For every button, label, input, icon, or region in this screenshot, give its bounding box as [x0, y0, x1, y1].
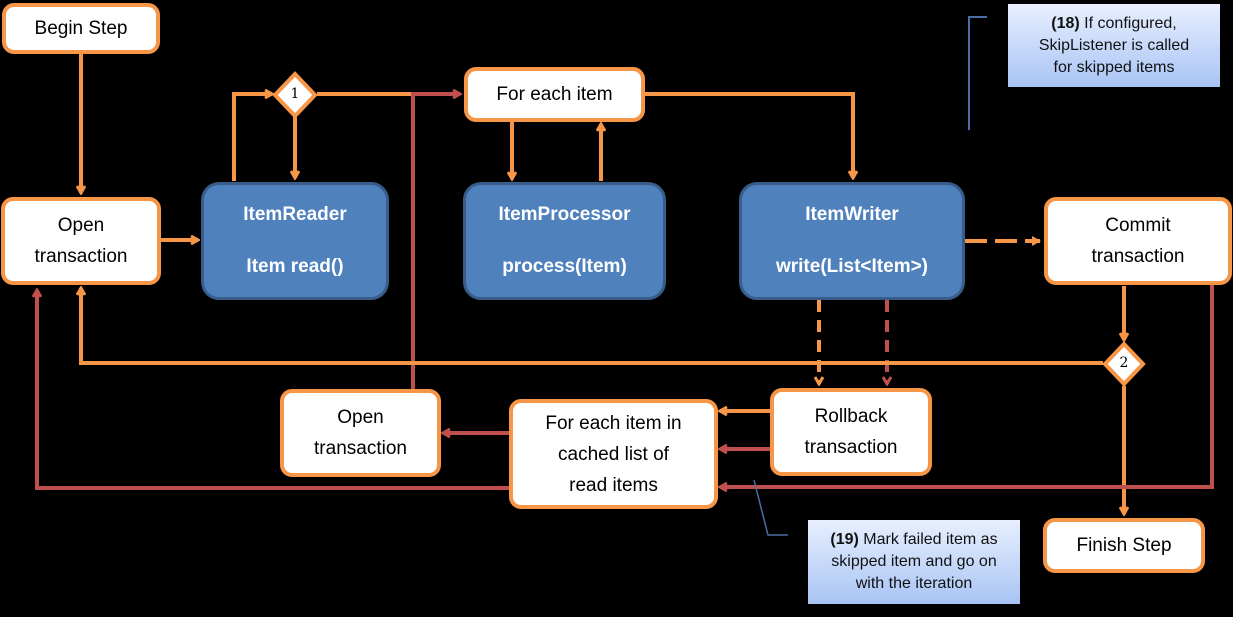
- note-18: (18) If configured, SkipListener is call…: [1008, 4, 1220, 87]
- for-each-cached-label-1: For each item in: [545, 412, 682, 434]
- begin-step-node[interactable]: Begin Step: [2, 3, 160, 54]
- decision-2-label: 2: [1119, 355, 1129, 371]
- finish-step-node[interactable]: Finish Step: [1043, 518, 1205, 573]
- item-writer-title: ItemWriter: [805, 204, 899, 225]
- note-18-number: (18): [1051, 14, 1080, 32]
- decision-2: [1102, 341, 1146, 387]
- rollback-transaction-label-2: transaction: [804, 437, 898, 458]
- for-each-item-label: For each item: [496, 84, 613, 105]
- note-18-text-3: for skipped items: [1053, 58, 1175, 76]
- arrow-reader-to-decision1: [232, 94, 272, 181]
- for-each-item-node[interactable]: For each item: [464, 67, 645, 122]
- item-writer-node[interactable]: ItemWriter write(List<Item>): [739, 182, 965, 300]
- arrow-cached-to-open1: [37, 290, 510, 490]
- for-each-cached-item-node[interactable]: For each item in cached list of read ite…: [509, 399, 718, 509]
- arrow-foreach-to-writer: [645, 92, 853, 178]
- rollback-transaction-label-1: Rollback: [814, 406, 888, 427]
- item-writer-method: write(List<Item>): [775, 256, 929, 277]
- item-reader-method: Item read(): [246, 256, 344, 277]
- callout-line-19: [753, 479, 788, 536]
- arrow-decision2-to-open: [81, 288, 1103, 365]
- item-processor-method: process(Item): [502, 256, 627, 277]
- item-processor-title: ItemProcessor: [498, 204, 631, 225]
- callout-line-18: [968, 16, 987, 130]
- decision-1: [272, 71, 318, 119]
- commit-transaction-node[interactable]: Commit transaction: [1044, 197, 1232, 285]
- note-19: (19) Mark failed item as skipped item an…: [808, 520, 1020, 604]
- open-transaction-retry-label-2: transaction: [314, 438, 407, 459]
- arrow-commit-to-cached: [720, 283, 1214, 487]
- open-transaction-label-1: Open: [57, 215, 105, 236]
- open-transaction-label-2: transaction: [34, 246, 128, 267]
- for-each-cached-label-2: cached list of: [558, 443, 669, 465]
- for-each-cached-label-3: read items: [569, 474, 658, 496]
- note-19-text-3: with the iteration: [855, 575, 973, 592]
- item-processor-node[interactable]: ItemProcessor process(Item): [463, 182, 666, 300]
- item-reader-node[interactable]: ItemReader Item read(): [201, 182, 389, 300]
- rollback-transaction-node[interactable]: Rollback transaction: [770, 388, 932, 476]
- commit-transaction-label-1: Commit: [1105, 215, 1171, 236]
- open-transaction-retry-label-1: Open: [337, 407, 384, 428]
- decision-1-label: 1: [290, 86, 300, 102]
- open-transaction-retry-node[interactable]: Open transaction: [280, 389, 441, 477]
- note-19-number: (19): [830, 531, 859, 548]
- begin-step-label: Begin Step: [34, 18, 128, 39]
- finish-step-label: Finish Step: [1076, 535, 1172, 556]
- note-19-text-1: Mark failed item as: [858, 531, 998, 548]
- open-transaction-node[interactable]: Open transaction: [1, 197, 161, 285]
- arrow-open2-to-foreach: [411, 94, 460, 390]
- note-19-text-2: skipped item and go on: [831, 553, 997, 570]
- note-18-text-2: SkipListener is called: [1038, 36, 1190, 54]
- commit-transaction-label-2: transaction: [1091, 246, 1185, 267]
- note-18-text-1: If configured,: [1079, 14, 1177, 32]
- item-reader-title: ItemReader: [243, 204, 347, 225]
